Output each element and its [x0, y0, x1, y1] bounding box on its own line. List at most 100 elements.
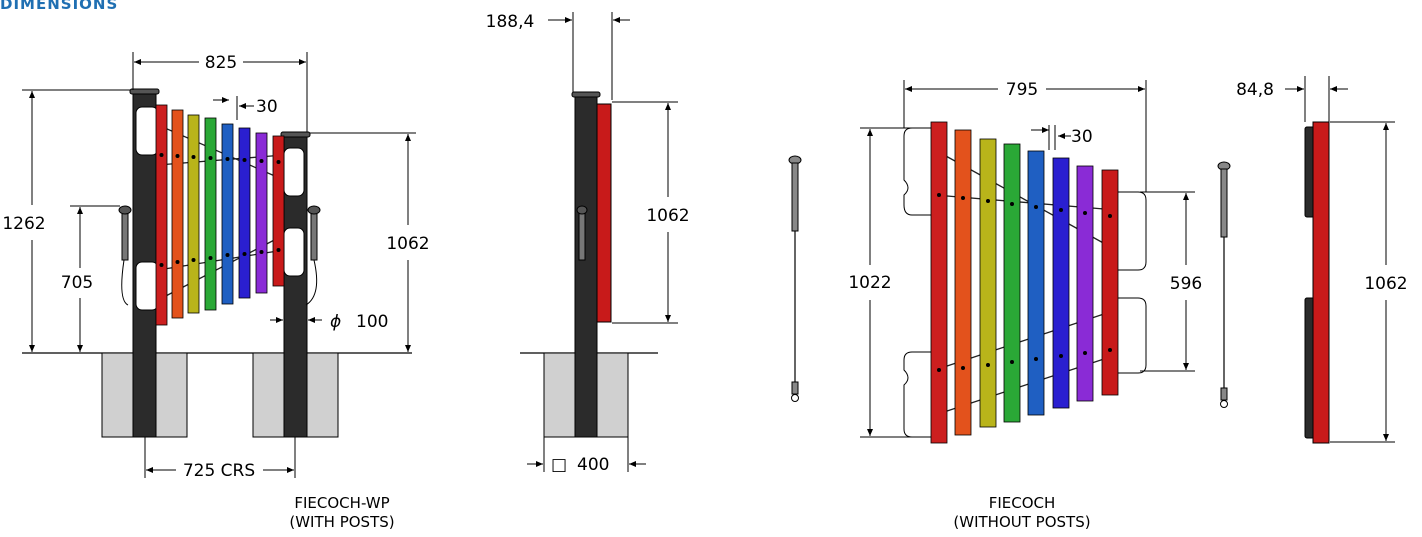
dim-label-1062-b: 1062 [646, 206, 689, 226]
wp-bar-8-peg-2 [276, 248, 281, 252]
dim-bar-gap [213, 96, 254, 120]
wp-bar-8-peg-1 [276, 160, 281, 164]
wop-bar-7 [1076, 165, 1094, 402]
side-view-with-posts: 188,4 1062 □ 400 [486, 12, 690, 475]
mallet-side-head [576, 205, 588, 215]
bracket-right-top [283, 147, 305, 197]
wop-bar-6-peg-2 [1059, 354, 1063, 358]
dim-handle-height [70, 205, 120, 352]
wop-bar-2-peg-2 [961, 366, 965, 370]
wp-bar-2 [171, 109, 184, 319]
dim-label-596: 596 [1170, 274, 1202, 294]
wop-bar-1-peg-2 [937, 368, 941, 372]
wop-bar-4-peg-1 [1010, 202, 1014, 206]
caption-note-without-posts: (WITHOUT POSTS) [953, 513, 1090, 531]
wop-bar-2 [954, 129, 972, 436]
dim-label-100: 100 [356, 312, 388, 332]
section-header: DIMENSIONS [0, 0, 118, 13]
chime-bars [155, 104, 285, 326]
bar-side [596, 103, 612, 323]
dim-footing [527, 437, 646, 472]
wop-bar-1 [930, 121, 948, 444]
wop-bar-5-peg-1 [1034, 205, 1038, 209]
dim-label-725-crs: 725 CRS [183, 461, 255, 481]
bar-side-wop [1312, 121, 1330, 444]
front-view-with-posts: 825 30 1262 705 1062 [2, 52, 430, 531]
dim-side-depth [548, 12, 630, 100]
wp-bar-3 [187, 114, 200, 314]
wp-bar-5-peg-2 [225, 253, 230, 257]
square-symbol: □ [551, 455, 567, 475]
post-left-cap [129, 88, 160, 95]
bracket-left-top [135, 106, 159, 156]
dim-label-84-8: 84,8 [1236, 80, 1274, 100]
wp-bar-5-peg-1 [225, 157, 230, 161]
wop-bar-6 [1052, 157, 1070, 409]
wp-bar-6 [238, 127, 251, 299]
dim-wop-width [903, 80, 1147, 192]
dim-wop-height [860, 127, 912, 438]
bracket-left-bottom [135, 261, 159, 311]
wop-bar-8 [1101, 169, 1119, 396]
dim-label-400: 400 [577, 455, 609, 475]
mallet-left [118, 205, 132, 306]
chime-bars-wop [930, 121, 1119, 444]
dim-label-795: 795 [1006, 80, 1038, 100]
wp-bar-3-peg-1 [191, 155, 196, 159]
wop-bar-5-peg-2 [1034, 357, 1038, 361]
dim-side-wop-height [1330, 121, 1395, 443]
dim-label-1062-a: 1062 [386, 234, 429, 254]
wp-bar-4-peg-1 [208, 156, 213, 160]
bracket-wop-left-top [903, 127, 936, 216]
bracket-wop-right-top [1115, 191, 1147, 271]
wp-bar-6-peg-2 [242, 252, 247, 256]
caption-code-with-posts: FIECOCH-WP [294, 494, 389, 512]
wp-bar-8 [272, 135, 285, 287]
wp-bar-7 [255, 132, 268, 294]
wop-bar-2-peg-1 [961, 196, 965, 200]
dim-label-1022: 1022 [848, 273, 891, 293]
front-view-without-posts: 795 30 1022 596 FIECOCH (WITHOUT POSTS) [788, 80, 1231, 531]
wop-bar-3-peg-2 [986, 363, 990, 367]
wop-bar-4 [1003, 143, 1021, 423]
wop-bar-3 [979, 138, 997, 428]
wop-bar-3-peg-1 [986, 199, 990, 203]
wop-bar-6-peg-1 [1059, 208, 1063, 212]
wp-bar-6-peg-1 [242, 158, 247, 162]
mallet-right [305, 205, 321, 306]
loose-mallet-left [788, 155, 802, 402]
dim-overall-width [132, 52, 308, 132]
wp-bar-7-peg-2 [259, 250, 264, 254]
bracket-right-bottom [283, 227, 305, 277]
post-side [574, 95, 598, 438]
bracket-wop-right-bottom [1115, 297, 1147, 374]
wp-bar-2-peg-1 [175, 154, 180, 158]
wp-bar-1-peg-1 [159, 153, 164, 157]
wop-bar-7-peg-1 [1083, 211, 1087, 215]
dim-overall-height [22, 89, 130, 352]
wop-bar-1-peg-1 [937, 193, 941, 197]
wp-bar-1-peg-2 [159, 263, 164, 267]
dim-label-188-4: 188,4 [486, 12, 535, 32]
wp-bar-2-peg-2 [175, 260, 180, 264]
dim-label-705: 705 [61, 273, 93, 293]
diameter-symbol: ϕ [330, 312, 341, 332]
wop-bar-8-peg-2 [1108, 348, 1112, 352]
wp-bar-1 [155, 104, 168, 326]
post-side-cap [571, 91, 601, 98]
mallet-side [578, 209, 586, 261]
dim-side-wop-depth [1285, 76, 1348, 122]
dim-side-height [612, 101, 678, 324]
wop-bar-4-peg-2 [1010, 360, 1014, 364]
wp-bar-7-peg-1 [259, 159, 264, 163]
dim-label-825: 825 [205, 53, 237, 73]
caption-code-without-posts: FIECOCH [989, 494, 1056, 512]
wp-bar-3-peg-2 [191, 258, 196, 262]
dim-label-1262: 1262 [2, 214, 45, 234]
wp-bar-4 [204, 117, 217, 311]
dim-label-bar-gap: 30 [256, 97, 278, 117]
wop-bar-7-peg-2 [1083, 351, 1087, 355]
side-view-without-posts: 84,8 1062 [1236, 76, 1408, 444]
bracket-wop-left-bottom [903, 351, 936, 438]
loose-mallet-right [1217, 161, 1231, 408]
